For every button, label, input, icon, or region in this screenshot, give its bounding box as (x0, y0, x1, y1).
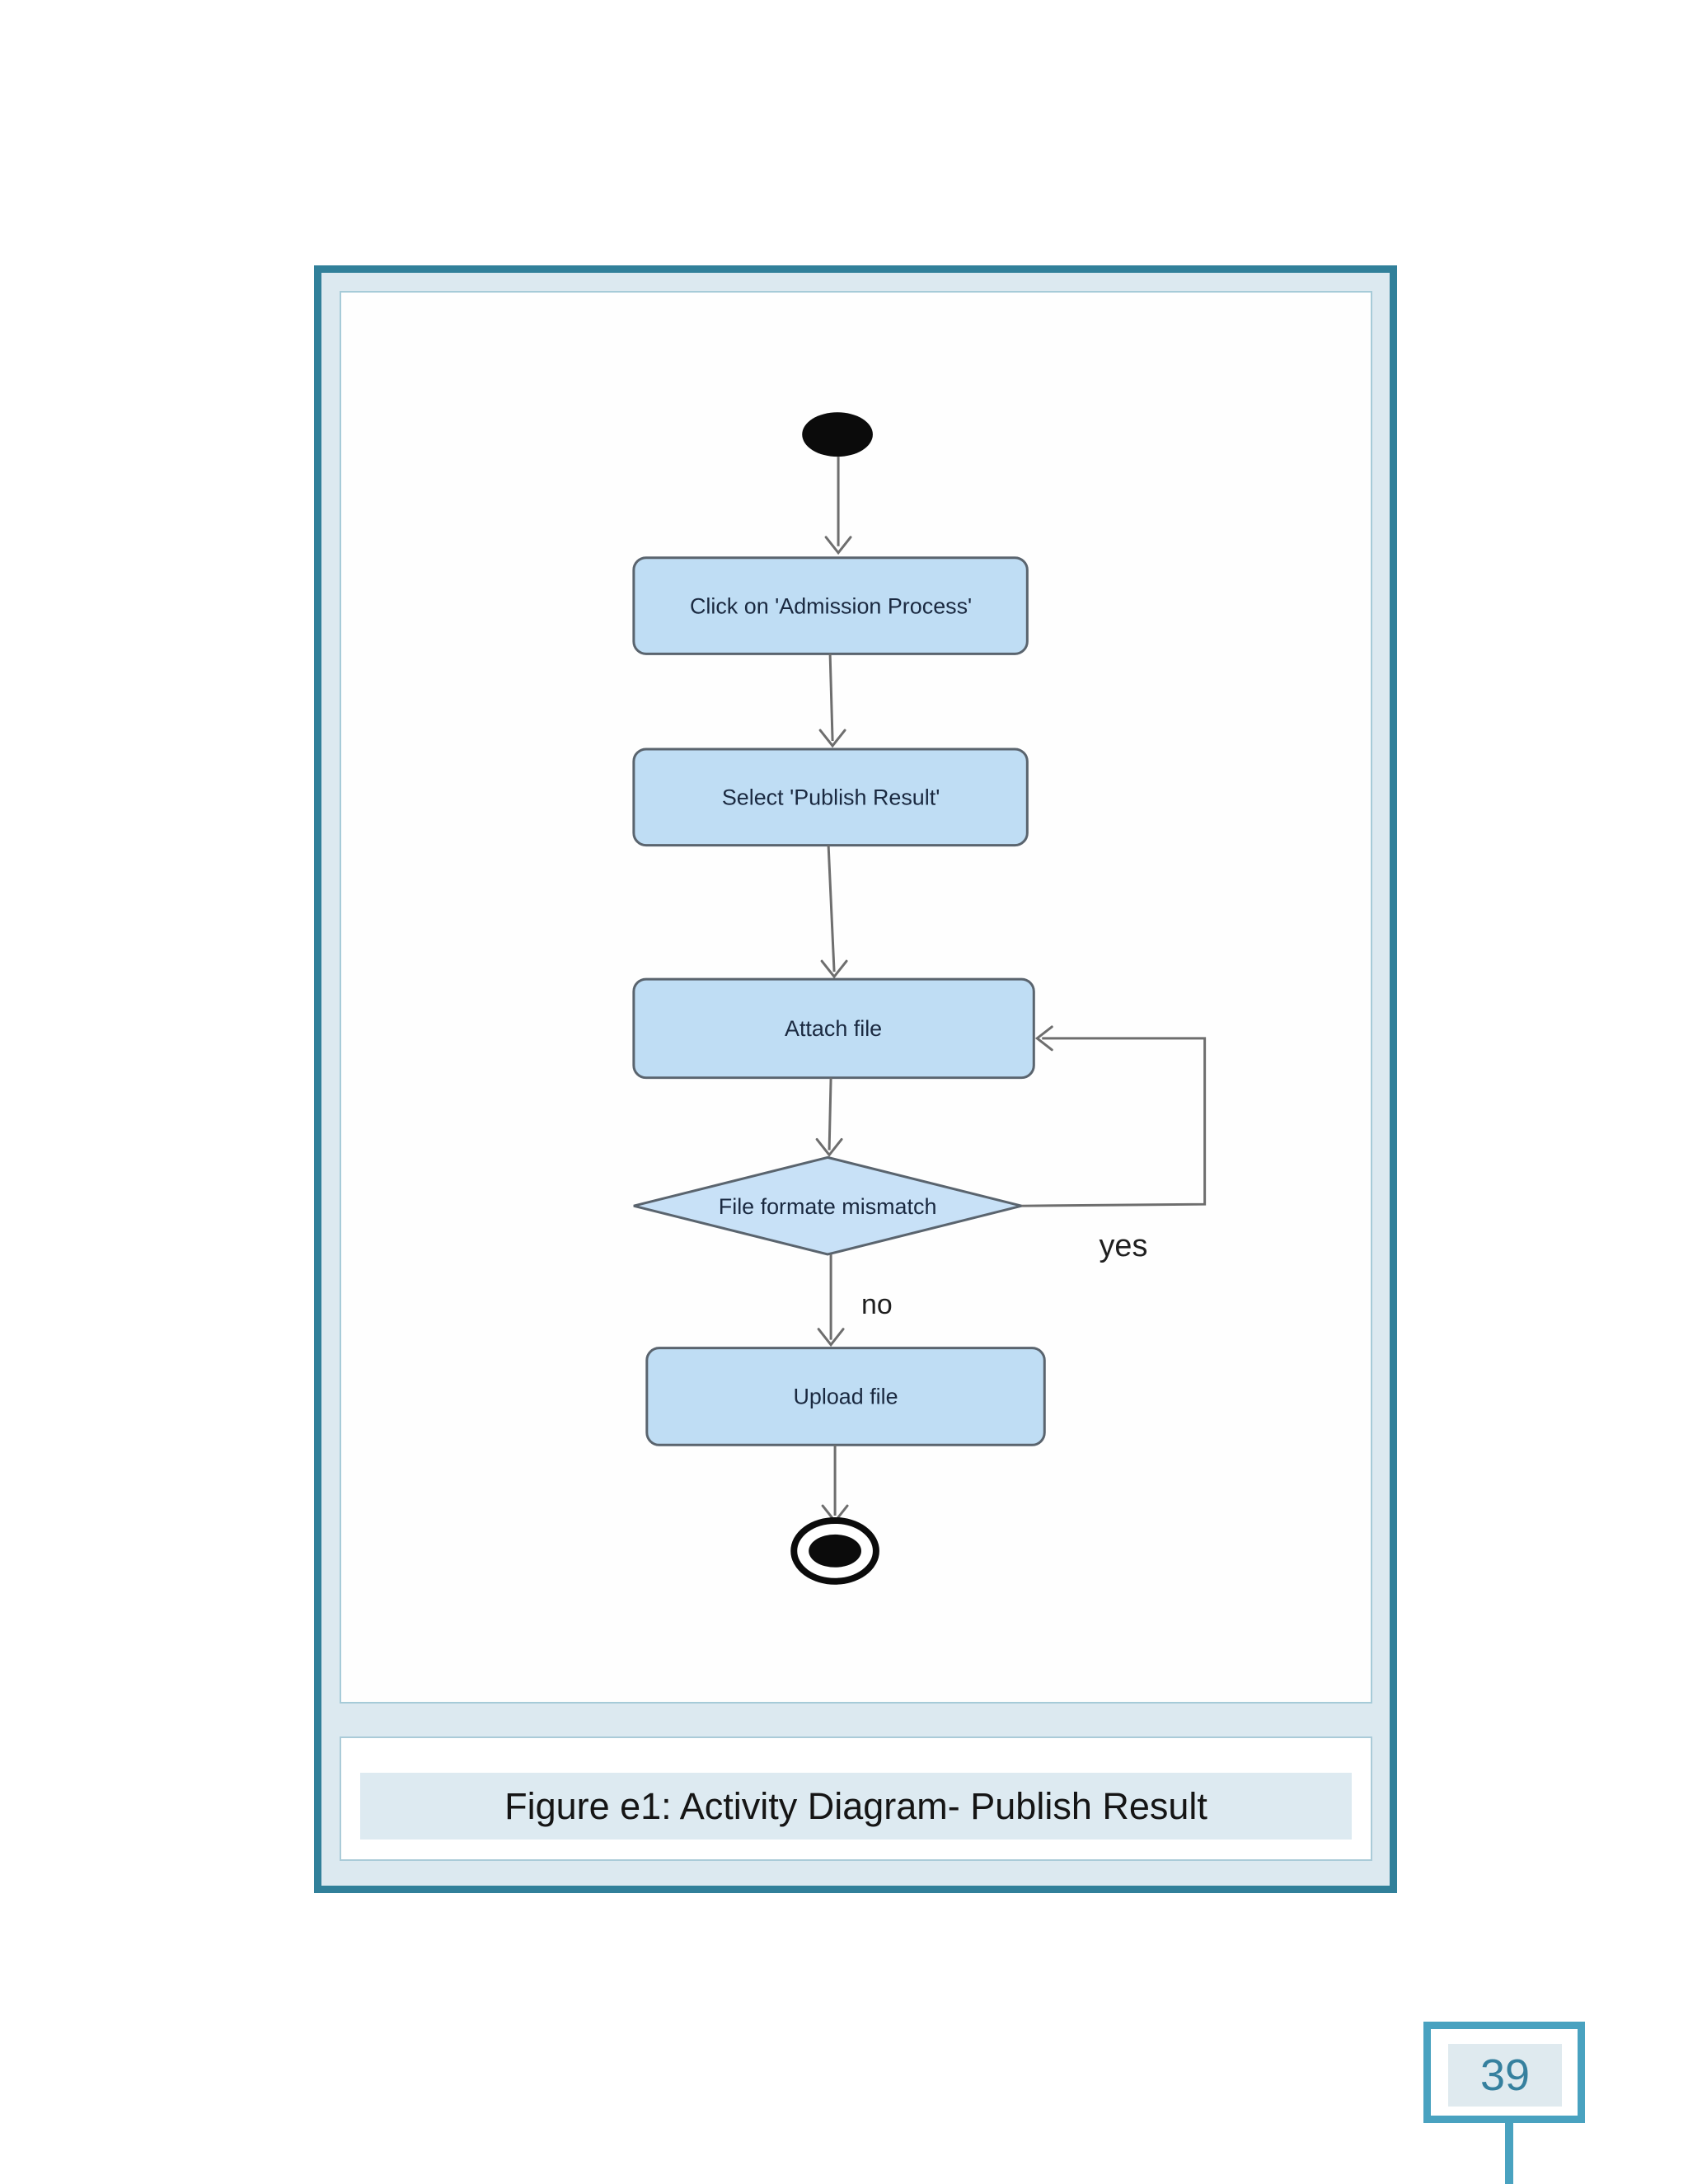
arrow-down-icon (815, 1137, 843, 1157)
page-number-stem (1505, 2121, 1513, 2184)
arrow-left-icon (1034, 1025, 1053, 1052)
action-node-attach-file (632, 977, 1035, 1080)
decision-node-file-format (633, 1155, 1022, 1256)
arrow-down-icon (817, 1328, 845, 1347)
arrow-down-icon (824, 536, 852, 555)
action-label-upload-file: Upload file (793, 1384, 898, 1408)
figure-frame: Click on 'Admission Process' Select 'Pub… (314, 265, 1397, 1893)
edge-select-to-attach (827, 845, 836, 972)
final-node-icon (809, 1534, 861, 1568)
edge-label-yes: yes (1100, 1229, 1148, 1263)
action-label-click-admission: Click on 'Admission Process' (690, 593, 972, 618)
edge-attach-to-decision (828, 1077, 832, 1151)
arrow-down-icon (820, 959, 848, 979)
edge-label-no: no (861, 1289, 893, 1320)
edge-yes-loop (1021, 1037, 1207, 1207)
page-number-text: 39 (1479, 2050, 1531, 2100)
initial-node-icon (802, 412, 873, 457)
action-label-attach-file: Attach file (785, 1016, 882, 1041)
action-label-select-publish: Select 'Publish Result' (722, 785, 940, 810)
action-node-upload-file (645, 1347, 1046, 1446)
arrow-down-icon (818, 729, 846, 748)
figure-caption-bar: Figure e1: Activity Diagram- Publish Res… (360, 1773, 1352, 1840)
page-number-inner: 39 (1448, 2044, 1562, 2107)
figure-caption-text: Figure e1: Activity Diagram- Publish Res… (504, 1784, 1207, 1827)
figure-caption-panel: Figure e1: Activity Diagram- Publish Res… (340, 1736, 1372, 1861)
activity-diagram: Click on 'Admission Process' Select 'Pub… (632, 412, 1207, 1585)
page-number-box: 39 (1423, 2022, 1585, 2123)
action-node-select-publish (632, 748, 1029, 847)
edge-click-to-select (828, 654, 834, 742)
decision-label-file-format: File formate mismatch (719, 1194, 937, 1219)
diagram-panel: Click on 'Admission Process' Select 'Pub… (340, 291, 1372, 1704)
